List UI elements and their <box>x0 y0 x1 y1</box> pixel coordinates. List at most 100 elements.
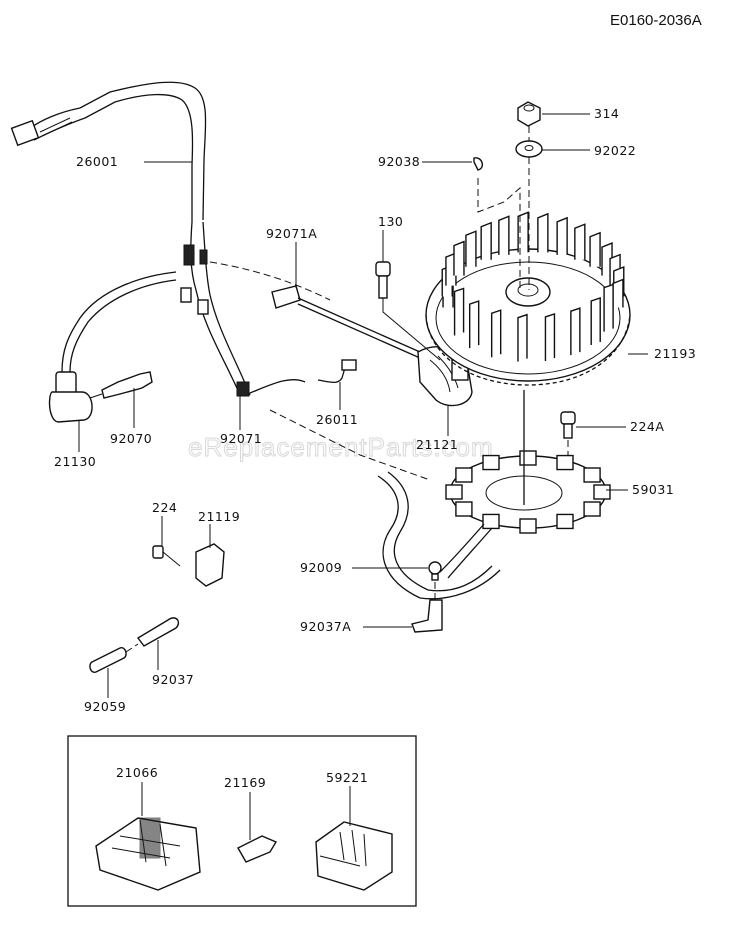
inset-box <box>67 735 417 907</box>
part-number-label[interactable]: 21121 <box>416 437 458 452</box>
stator-pole <box>445 484 463 500</box>
flywheel-fins <box>441 211 625 362</box>
callout-stator-bolt[interactable]: 224A <box>576 419 664 434</box>
callout-tube[interactable]: 92059 <box>84 668 126 714</box>
stator-pole <box>455 467 473 483</box>
fin <box>544 312 556 361</box>
callout-harness-clamp[interactable]: 92071A <box>266 226 317 288</box>
stator-pole <box>583 467 601 483</box>
part-number-label[interactable]: 92059 <box>84 699 126 714</box>
callout-washer[interactable]: 92022 <box>542 143 636 158</box>
part-number-label[interactable]: 21066 <box>116 765 158 780</box>
callout-flywheel[interactable]: 21193 <box>628 346 696 361</box>
callout-wire-clamp[interactable]: 92071 <box>220 396 262 446</box>
part-number-label[interactable]: 21119 <box>198 509 240 524</box>
callout-lead-wire[interactable]: 26011 <box>316 382 358 427</box>
callout-layer: 26001 92038 314 92022 92071A 130 21193 224A 5903… <box>54 106 696 840</box>
fin <box>612 278 624 308</box>
stator-pole <box>519 518 537 534</box>
fin <box>517 211 529 253</box>
fin <box>517 313 528 362</box>
main-wiring-harness[interactable] <box>10 81 331 396</box>
callout-key[interactable]: 92038 <box>378 154 472 169</box>
callout-clamp[interactable]: 92037A <box>300 619 412 634</box>
charge-lead <box>377 471 501 600</box>
callout-coil-bolt[interactable]: 130 <box>378 214 403 262</box>
part-number-label[interactable]: 26001 <box>76 154 118 169</box>
part-number-label[interactable]: 92009 <box>300 560 342 575</box>
coil-bolt[interactable] <box>375 261 441 361</box>
rectifier[interactable] <box>95 817 201 891</box>
fin <box>603 283 614 332</box>
fin <box>453 240 465 276</box>
part-number-label[interactable]: 21169 <box>224 775 266 790</box>
flywheel[interactable] <box>425 211 631 386</box>
stator[interactable] <box>439 390 611 579</box>
part-number-label[interactable]: 92071A <box>266 226 317 241</box>
part-number-label[interactable]: 59031 <box>632 482 674 497</box>
fin <box>537 212 549 253</box>
callout-ignition-coil[interactable]: 21121 <box>416 405 458 452</box>
callout-band[interactable]: 92037 <box>152 640 194 687</box>
regulator[interactable] <box>195 543 225 587</box>
high-tension-lead <box>61 271 177 373</box>
callout-regulator[interactable]: 21119 <box>198 509 240 548</box>
part-number-label[interactable]: 92037 <box>152 672 194 687</box>
screw[interactable] <box>428 561 442 610</box>
tube[interactable] <box>89 643 139 673</box>
stator-pole <box>593 484 611 500</box>
fin <box>574 223 586 260</box>
stator-pole <box>482 454 500 471</box>
key[interactable] <box>473 157 521 290</box>
harness-clamp[interactable] <box>271 285 421 359</box>
part-number-label[interactable]: 26011 <box>316 412 358 427</box>
fin <box>556 216 568 255</box>
callout-spark-plug-cap[interactable]: 21130 <box>54 420 96 469</box>
fin <box>490 309 502 358</box>
stator-pole <box>482 513 500 530</box>
wire-clamp[interactable] <box>236 381 250 397</box>
callout-flywheel-nut[interactable]: 314 <box>542 106 619 121</box>
part-number-label[interactable]: 224A <box>630 419 664 434</box>
callout-screw[interactable]: 92009 <box>300 560 428 575</box>
callout-spark-plug[interactable]: 92070 <box>110 388 152 446</box>
clamp[interactable] <box>411 599 443 633</box>
fin <box>570 307 581 356</box>
lead-wire[interactable] <box>249 359 431 481</box>
callout-terminal[interactable]: 21169 <box>224 775 266 840</box>
callout-regulator-bolt[interactable]: 224 <box>152 500 177 546</box>
part-number-label[interactable]: 92037A <box>300 619 351 634</box>
fin <box>589 231 601 267</box>
fin <box>590 296 601 345</box>
stator-pole <box>583 501 601 517</box>
fin <box>498 215 510 255</box>
spark-plug-cap[interactable] <box>48 371 93 423</box>
flywheel-nut[interactable] <box>517 101 541 127</box>
part-number-label[interactable]: 314 <box>594 106 619 121</box>
terminal[interactable] <box>237 835 278 863</box>
washer[interactable] <box>515 140 543 158</box>
part-number-label[interactable]: 92070 <box>110 431 152 446</box>
fin <box>468 300 480 349</box>
part-number-label[interactable]: 92022 <box>594 143 636 158</box>
callout-main-wiring-harness[interactable]: 26001 <box>76 154 192 169</box>
part-number-label[interactable]: 92038 <box>378 154 420 169</box>
spark-plug[interactable] <box>89 371 153 399</box>
part-number-label[interactable]: 92071 <box>220 431 262 446</box>
part-number-label[interactable]: 59221 <box>326 770 368 785</box>
part-number-label[interactable]: 21130 <box>54 454 96 469</box>
callout-rectifier[interactable]: 21066 <box>116 765 158 816</box>
part-number-label[interactable]: 21193 <box>654 346 696 361</box>
watermark: eReplacementParts.com <box>188 432 494 462</box>
callout-connector-housing[interactable]: 59221 <box>326 770 368 826</box>
callout-stator[interactable]: 59031 <box>606 482 674 497</box>
part-number-label[interactable]: 130 <box>378 214 403 229</box>
regulator-bolt[interactable] <box>152 545 181 567</box>
fin <box>465 230 477 267</box>
connector-housing[interactable] <box>315 821 393 891</box>
band[interactable] <box>136 617 180 647</box>
part-number-label[interactable]: 224 <box>152 500 177 515</box>
stator-pole <box>455 501 473 517</box>
diagram-code: E0160-2036A <box>610 12 702 29</box>
